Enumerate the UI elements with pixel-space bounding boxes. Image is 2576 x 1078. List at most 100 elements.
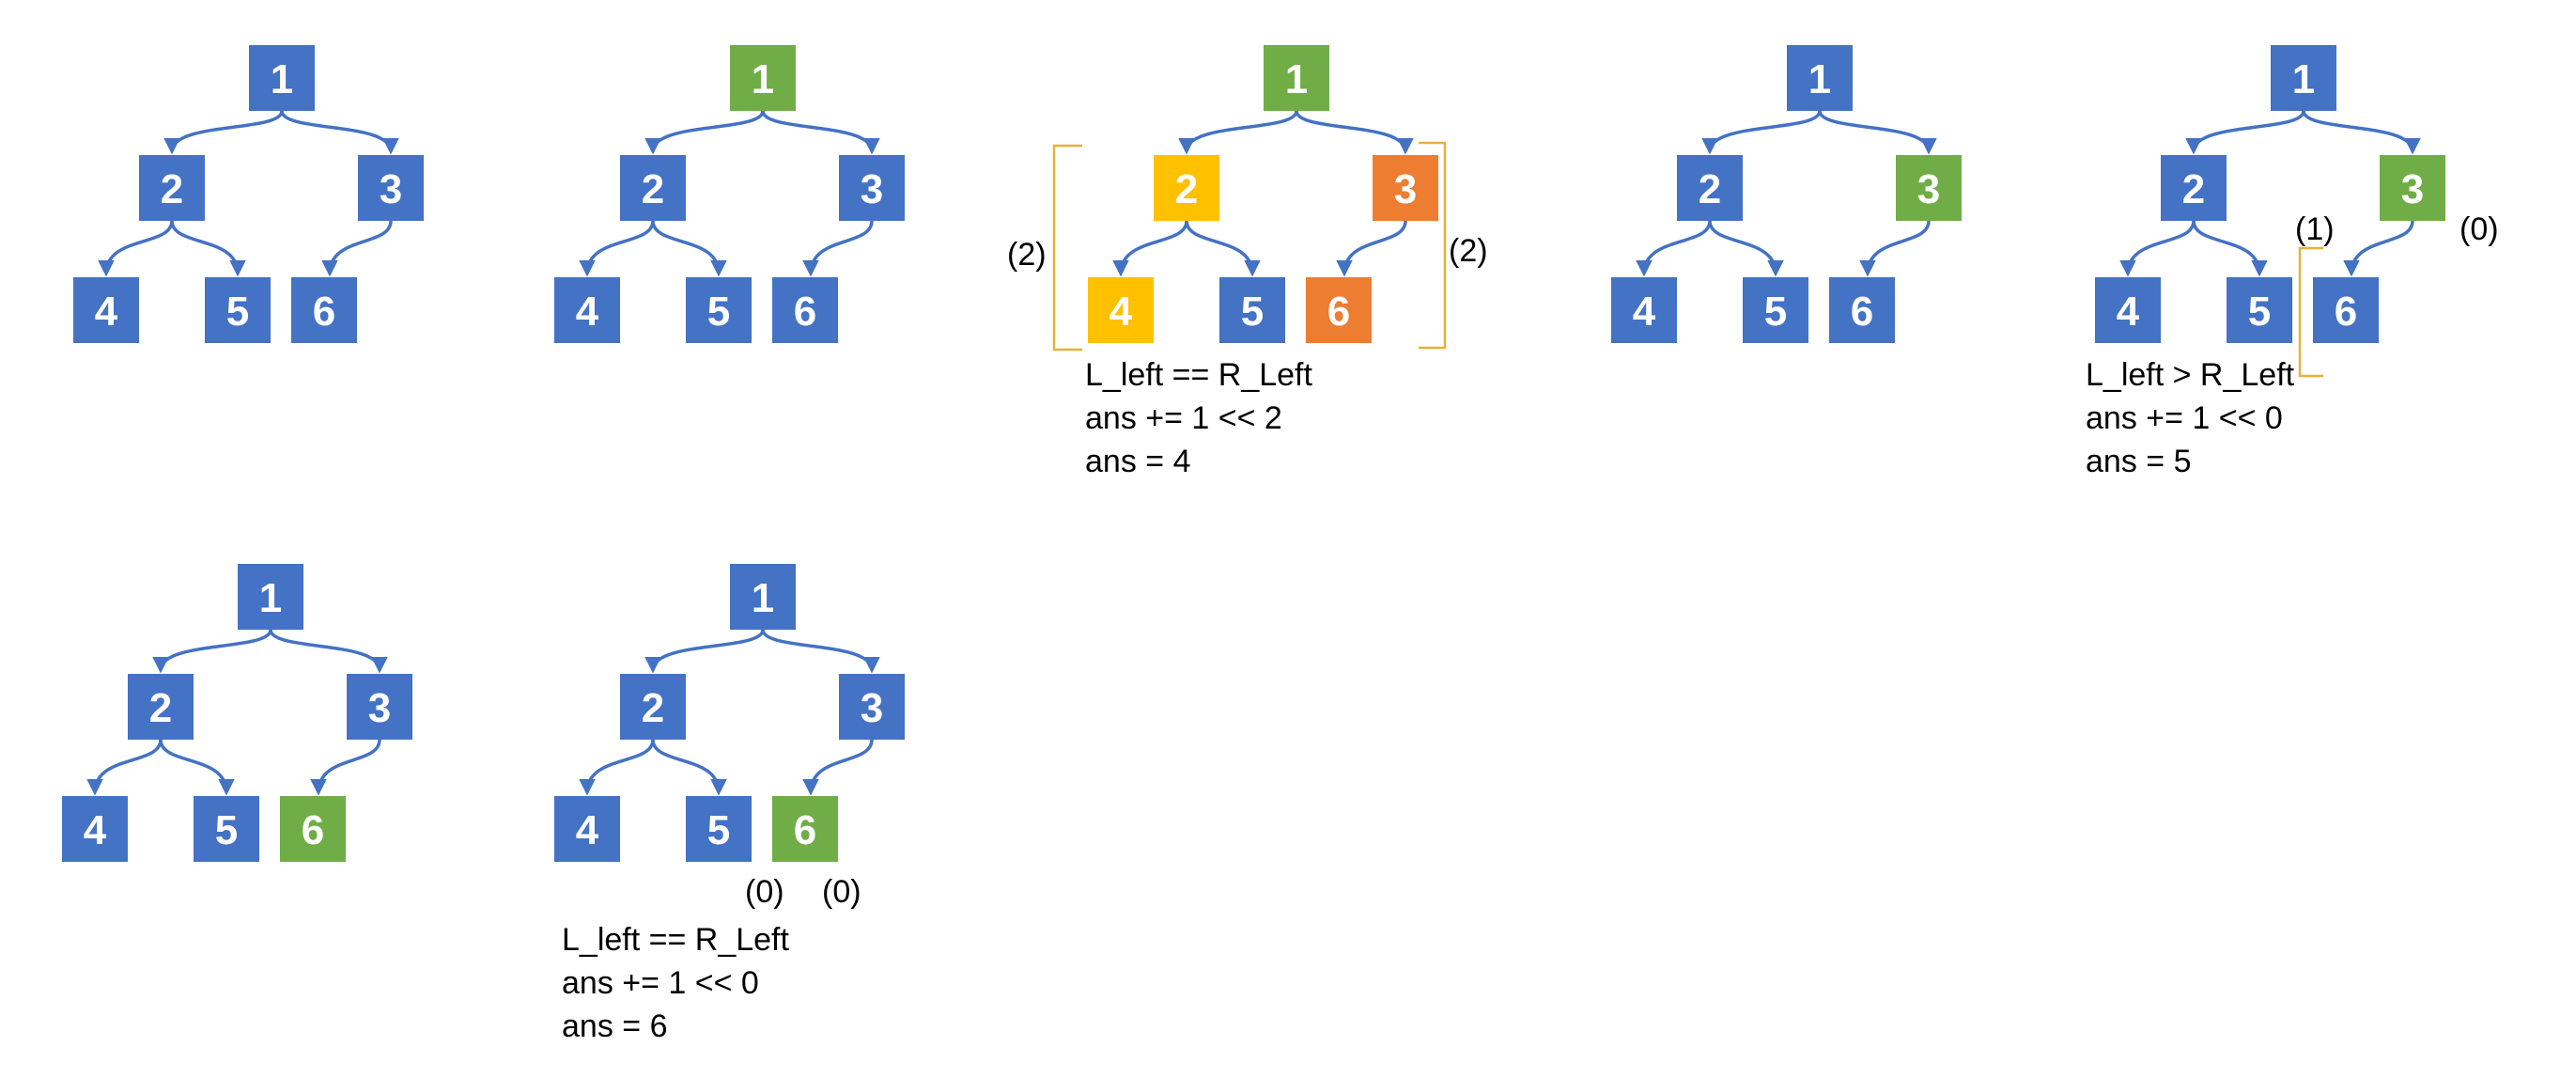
node-box bbox=[620, 674, 686, 740]
node-box bbox=[2271, 45, 2336, 111]
tree-node-3: 3 bbox=[1373, 155, 1438, 221]
node-box bbox=[2095, 277, 2161, 343]
node-label: 5 bbox=[1241, 289, 1264, 335]
edge-3-to-6 bbox=[321, 220, 393, 277]
edge-1-to-3 bbox=[280, 110, 399, 155]
node-box bbox=[205, 277, 271, 343]
tree-node-5: 5 bbox=[194, 796, 259, 862]
node-label: 6 bbox=[794, 807, 816, 853]
tree-node-1: 1 bbox=[1787, 45, 1853, 111]
edge-1-to-3 bbox=[269, 629, 388, 674]
left-subtree-height: (1) bbox=[2295, 211, 2335, 247]
tree-node-6: 6 bbox=[772, 796, 838, 862]
tree-node-1: 1 bbox=[2271, 45, 2336, 111]
tree-node-1: 1 bbox=[238, 564, 303, 630]
node-box bbox=[249, 45, 315, 111]
node-label: 5 bbox=[707, 807, 730, 853]
ans-value-note: ans = 6 bbox=[562, 1008, 667, 1044]
node-box bbox=[2161, 155, 2227, 221]
edge-3-to-6 bbox=[1859, 220, 1931, 277]
tree-node-2: 2 bbox=[139, 155, 205, 221]
edge-2-to-5 bbox=[170, 220, 246, 277]
edge-1-to-2 bbox=[152, 629, 272, 674]
node-label: 4 bbox=[576, 289, 599, 335]
right-subtree-bracket bbox=[2298, 246, 2323, 378]
tree-node-2: 2 bbox=[128, 674, 194, 740]
comparison-note: L_left == R_Left bbox=[562, 922, 790, 958]
node-label: 1 bbox=[259, 575, 282, 621]
node-label: 4 bbox=[1110, 289, 1133, 335]
right-subtree-height: (0) bbox=[822, 874, 861, 910]
tree-node-3: 3 bbox=[347, 674, 412, 740]
node-box bbox=[1787, 45, 1853, 111]
left-bracket bbox=[1052, 144, 1082, 352]
node-label: 6 bbox=[2335, 289, 2357, 335]
edge-2-to-5 bbox=[1185, 220, 1261, 277]
tree-node-2: 2 bbox=[1154, 155, 1219, 221]
right-subtree-height: (2) bbox=[1449, 233, 1488, 269]
tree-node-5: 5 bbox=[686, 796, 752, 862]
node-box bbox=[554, 796, 620, 862]
edge-1-to-3 bbox=[1818, 110, 1937, 155]
edge-1-to-2 bbox=[1178, 110, 1298, 155]
tree-node-3: 3 bbox=[358, 155, 424, 221]
node-label: 5 bbox=[1764, 289, 1787, 335]
left-subtree-height: (2) bbox=[1007, 237, 1047, 273]
tree-node-3: 3 bbox=[839, 674, 905, 740]
node-label: 4 bbox=[2117, 289, 2140, 335]
tree-node-2: 2 bbox=[620, 674, 686, 740]
edge-2-to-4 bbox=[1112, 220, 1188, 277]
node-label: 3 bbox=[861, 166, 883, 212]
node-label: 2 bbox=[1175, 166, 1198, 212]
tree-node-6: 6 bbox=[1306, 277, 1372, 343]
node-label: 6 bbox=[794, 289, 816, 335]
node-box bbox=[1677, 155, 1743, 221]
node-box bbox=[238, 564, 303, 630]
tree-node-3: 3 bbox=[2380, 155, 2445, 221]
left-subtree-height: (0) bbox=[745, 874, 784, 910]
tree-node-4: 4 bbox=[554, 796, 620, 862]
node-label: 3 bbox=[368, 685, 391, 731]
node-box bbox=[280, 796, 346, 862]
node-box bbox=[686, 796, 752, 862]
node-box bbox=[730, 45, 796, 111]
node-label: 5 bbox=[226, 289, 249, 335]
tree-node-4: 4 bbox=[62, 796, 128, 862]
node-box bbox=[1154, 155, 1219, 221]
edge-2-to-4 bbox=[98, 220, 174, 277]
edge-3-to-6 bbox=[1336, 220, 1407, 277]
edge-1-to-3 bbox=[1295, 110, 1414, 155]
node-box bbox=[554, 277, 620, 343]
edge-2-to-5 bbox=[1708, 220, 1784, 277]
edge-1-to-2 bbox=[2185, 110, 2305, 155]
ans-update-note: ans += 1 << 0 bbox=[2086, 400, 2283, 436]
tree-node-5: 5 bbox=[686, 277, 752, 343]
node-box bbox=[620, 155, 686, 221]
edge-2-to-5 bbox=[2192, 220, 2268, 277]
edge-2-to-4 bbox=[1636, 220, 1712, 277]
edge-2-to-4 bbox=[2119, 220, 2196, 277]
node-box bbox=[194, 796, 259, 862]
node-box bbox=[1896, 155, 1962, 221]
tree-node-1: 1 bbox=[1264, 45, 1329, 111]
node-label: 4 bbox=[1633, 289, 1656, 335]
node-label: 5 bbox=[215, 807, 238, 853]
node-label: 3 bbox=[1917, 166, 1940, 212]
node-label: 3 bbox=[380, 166, 402, 212]
edge-3-to-6 bbox=[802, 739, 874, 796]
edge-1-to-2 bbox=[1701, 110, 1822, 155]
tree-node-1: 1 bbox=[730, 45, 796, 111]
tree-node-4: 4 bbox=[1088, 277, 1154, 343]
node-box bbox=[1306, 277, 1372, 343]
node-box bbox=[291, 277, 357, 343]
edge-2-to-4 bbox=[579, 220, 655, 277]
ans-update-note: ans += 1 << 0 bbox=[562, 965, 759, 1001]
edge-1-to-3 bbox=[761, 110, 880, 155]
node-box bbox=[1373, 155, 1438, 221]
tree-node-1: 1 bbox=[249, 45, 315, 111]
node-label: 4 bbox=[576, 807, 599, 853]
